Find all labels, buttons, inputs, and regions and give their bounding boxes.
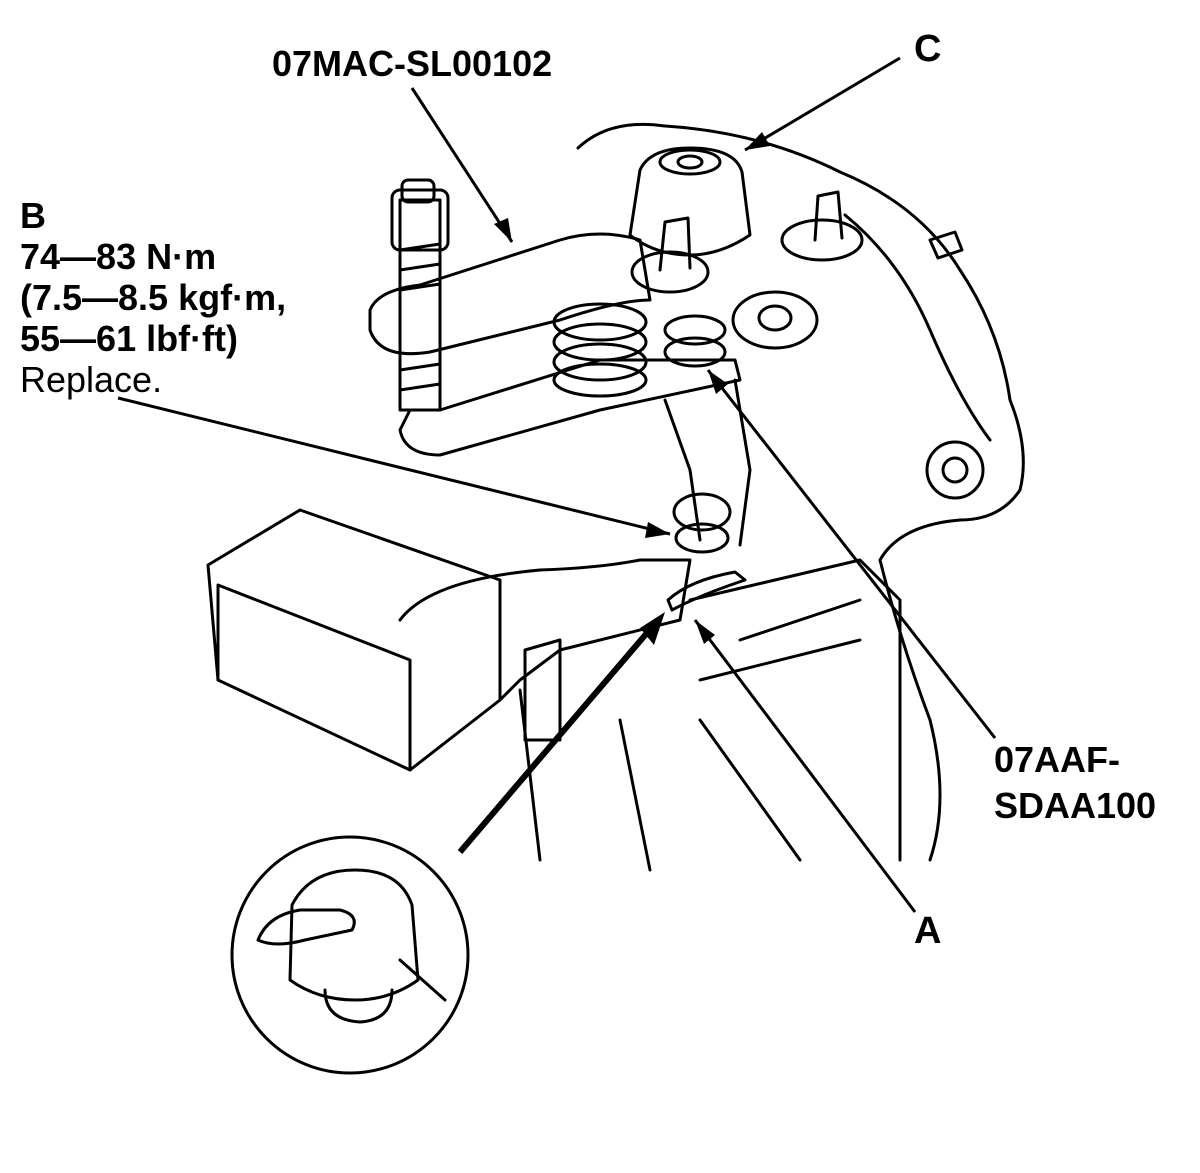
- label-tool-07aaf-line1: 07AAF-: [994, 739, 1121, 780]
- arrow-b: [645, 522, 670, 538]
- puller-bolt: [398, 198, 442, 412]
- stud-right-base: [780, 218, 864, 262]
- arrow-inset: [640, 612, 665, 645]
- puller-bolt-threads: [398, 242, 442, 392]
- stud-left: [658, 216, 692, 272]
- leader-inset: [457, 618, 661, 854]
- torque-nm: 74—83 N·m: [20, 236, 217, 277]
- castle-nut-lower: [674, 522, 730, 554]
- leader-c: [744, 56, 901, 152]
- vise-body-front: [216, 583, 412, 772]
- puller-arm: [368, 232, 652, 356]
- inset-cotter-pin: [256, 908, 356, 946]
- leader-tool-upper: [410, 87, 514, 243]
- label-callout-b: B: [20, 195, 46, 236]
- vise-base: [518, 688, 802, 872]
- torque-lbfft: 55—61 lbf·ft): [20, 318, 239, 359]
- label-tool-07mac: 07MAC-SL00102: [272, 43, 553, 84]
- vise-jaw: [398, 558, 692, 702]
- stud-left-base: [630, 250, 710, 294]
- spring-1: [552, 302, 648, 342]
- label-tool-07aaf-line2: SDAA100: [994, 785, 1157, 826]
- knuckle-bolt-hole-inner: [941, 456, 969, 484]
- castle-nut: [672, 492, 732, 532]
- spring-4: [552, 362, 648, 398]
- leader-a: [693, 619, 917, 913]
- nut-center: [731, 290, 819, 350]
- puller-bolt-head: [390, 188, 450, 252]
- ball-joint-nut: [676, 154, 704, 170]
- arrow-c: [745, 132, 770, 150]
- knuckle-bolt-hole: [925, 440, 985, 500]
- arrow-tool-lower: [708, 370, 728, 394]
- spring-2: [552, 322, 648, 362]
- leader-tool-lower: [706, 369, 997, 739]
- vise-jaw-front: [523, 638, 562, 742]
- knuckle-inner: [843, 213, 992, 442]
- arrow-a: [695, 620, 715, 644]
- puller-bolt-tip: [400, 178, 436, 204]
- inset-circle: [230, 835, 470, 1075]
- torque-note: Replace.: [20, 359, 163, 400]
- label-callout-c: C: [914, 28, 942, 70]
- knuckle-stub: [928, 230, 964, 260]
- nut-center-hole: [757, 304, 793, 332]
- stud-right: [813, 190, 844, 242]
- inset-nut: [288, 868, 420, 1002]
- leader-b: [117, 396, 671, 536]
- label-tool-07aaf: 07AAF- SDAA100: [994, 742, 1156, 834]
- puller-arm-lower: [398, 358, 742, 457]
- attachment-bot: [663, 336, 727, 368]
- label-callout-b-block: B 74—83 N·m (7.5—8.5 kgf·m, 55—61 lbf·ft…: [20, 198, 286, 403]
- attachment-top: [663, 314, 727, 346]
- arrow-tool-upper: [494, 218, 512, 242]
- torque-kgfm: (7.5—8.5 kgf·m,: [20, 277, 287, 318]
- label-callout-a: A: [914, 910, 942, 952]
- ball-joint-cap: [658, 148, 722, 176]
- vise-body-left: [206, 508, 502, 772]
- spring-3: [552, 342, 648, 382]
- inset-pin-leg: [398, 958, 447, 1002]
- vise-right-block: [688, 558, 902, 862]
- inset-nut-lower: [323, 988, 394, 1024]
